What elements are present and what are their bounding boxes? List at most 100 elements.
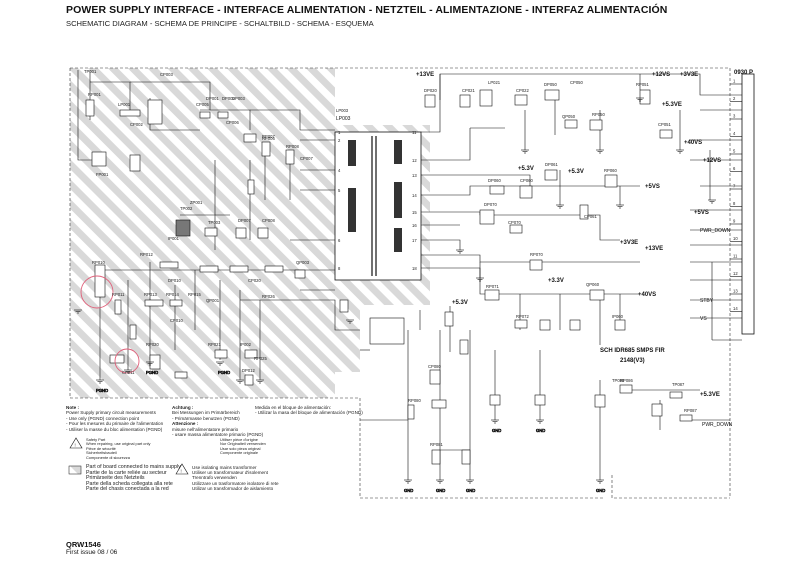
ground-label: PGND — [146, 370, 158, 375]
connector-pin-label: 12 — [733, 271, 738, 276]
ground-label: GND — [404, 488, 413, 493]
component-shapes — [85, 89, 693, 465]
rail-12vs-b: +12VS — [703, 158, 721, 164]
rail-13ve: +13VE — [416, 72, 434, 78]
component-ref: DP001 — [206, 96, 219, 101]
net-pwr-down-2: PWR_DOWN — [702, 422, 733, 428]
rail-3v3e-b: +3V3E — [620, 240, 638, 246]
safety-line: Safety Part — [86, 437, 106, 442]
transformer-pin-label: 2 — [338, 138, 341, 143]
rail-40vs-b: +40VS — [638, 292, 656, 298]
component-ref: QP050 — [562, 114, 576, 119]
net-stby: STBY — [700, 298, 714, 304]
component-ref: LP021 — [488, 80, 501, 85]
notes-left: Note : Power Supply primary circuit meas… — [66, 405, 163, 432]
mains-line: Use isolating mains transformer — [192, 465, 257, 470]
mains-line: Part of board connected to mains supply — [86, 464, 181, 470]
mains-left: Part of board connected to mains supply … — [86, 464, 181, 493]
transformer-pin-label: 11 — [412, 130, 417, 135]
transformer-pin-label: 12 — [412, 158, 417, 163]
component-ref: CP007 — [300, 156, 313, 161]
component-ref: QP001 — [206, 298, 220, 303]
component-ref: RP007 — [262, 134, 275, 139]
component-ref: DP060 — [488, 178, 501, 183]
component-ref: RP013 — [144, 292, 157, 297]
component-ref: RP060 — [604, 168, 617, 173]
component-ref: CP008 — [262, 218, 275, 223]
component-ref: FP001 — [96, 172, 109, 177]
component-ref: IP060 — [612, 314, 624, 319]
safety-line: Componente di sicurezza — [86, 454, 130, 460]
rail-5-3ve: +5.3VE — [662, 102, 682, 108]
component-ref: LP001 — [118, 102, 131, 107]
transformer-pin-label: 15 — [412, 210, 417, 215]
connector-pin-label: 1 — [733, 79, 736, 84]
svg-text:!: ! — [75, 443, 76, 448]
connector-pin-label: 2 — [733, 96, 736, 101]
component-ref: RP021 — [208, 342, 221, 347]
notes-mid-line: - usare massa alimentatore primario (PGN… — [172, 432, 264, 438]
component-ref: RP008 — [286, 144, 299, 149]
transformer-pin-label: 16 — [412, 223, 417, 228]
component-ref: CP021 — [462, 88, 475, 93]
notes-middle: Achtung : Bei Messungen im Primärbereich… — [172, 405, 263, 437]
component-ref: DP012 — [242, 368, 255, 373]
rail-5-3ve-b: +5.3VE — [700, 392, 720, 398]
component-ref: CP051 — [658, 122, 671, 127]
notes-right-line: Medida en el bloque de alimentación: — [255, 405, 332, 410]
component-refs: TP001FP001LP001CP003RP001CP002CP005DP001… — [84, 69, 697, 447]
component-ref: TP087 — [672, 382, 685, 387]
notes-mid-line: Bei Messungen im Primärbereich — [172, 410, 240, 416]
block-title: SCH IDR685 SMPS FIR — [600, 348, 665, 354]
mains-line: Parte del chasis conectada a la red — [86, 486, 169, 493]
rail-5vs: +5VS — [645, 184, 660, 190]
component-ref: IP002 — [240, 342, 252, 347]
component-ref: DP002 — [222, 96, 235, 101]
safety-line: Utiliser pièce d'origine — [220, 437, 258, 442]
safety-right: Utiliser pièce d'origine Nur Originaltei… — [220, 437, 266, 456]
safety-line: Usar solo pieza original — [220, 445, 261, 451]
component-ref: RP001 — [88, 92, 101, 97]
mains-line: Utilizzare un trasformatore isolatore di… — [192, 480, 279, 486]
connector-pin-label: 5 — [733, 149, 736, 154]
ground-label: GND — [596, 488, 605, 493]
net-pwr-down: PWR_DOWN — [700, 228, 731, 234]
component-ref: CP002 — [130, 122, 143, 127]
page-title: POWER SUPPLY INTERFACE - INTERFACE ALIME… — [66, 4, 668, 16]
component-ref: DP007 — [238, 218, 251, 223]
ground-label: GND — [492, 428, 501, 433]
component-ref: CP070 — [508, 220, 521, 225]
safety-line: Pièce de sécurité — [86, 445, 116, 451]
mains-line: Primärseite des Netzteils — [86, 475, 145, 482]
component-ref: ZP001 — [190, 200, 203, 205]
connector-pin-label: 9 — [733, 219, 736, 224]
connector-pin-label: 6 — [733, 166, 736, 171]
component-ref: RP050 — [592, 112, 605, 117]
transformer-pin-label: 17 — [412, 238, 417, 243]
legend-symbols: ! ! — [68, 437, 189, 475]
component-ref: CP010 — [170, 318, 183, 323]
transformer-pin-label: 1 — [338, 130, 341, 135]
component-ref: DP050 — [544, 82, 557, 87]
notes-right: Medida en el bloque de alimentación: - U… — [255, 405, 363, 416]
component-ref: RP051 — [636, 82, 649, 87]
mains-right: Use isolating mains transformer Utiliser… — [192, 465, 279, 491]
rail-40vs: +40VS — [684, 140, 702, 146]
notes-mid-line: - Primärmasse benutzen (PGND) — [172, 415, 240, 421]
component-ref: RP086 — [620, 378, 633, 383]
transformer-pin-label: 18 — [412, 266, 417, 271]
connector-pin-label: 11 — [733, 254, 738, 259]
mains-line: Trenntrafo verwenden — [192, 475, 237, 481]
component-ref: RP011 — [112, 292, 125, 297]
ground-label: PGND — [96, 388, 108, 393]
component-ref: CP061 — [584, 214, 597, 219]
notes-right-line: - Utilizar la masa del bloque de aliment… — [255, 410, 363, 416]
notes-mid-line: Attenzione : — [172, 421, 199, 427]
mains-line: Utilizar un transformador de aislamiento — [192, 485, 274, 491]
component-ref: CP005 — [196, 102, 209, 107]
board-outline — [69, 67, 731, 499]
block-code: 2148(V3) — [620, 358, 645, 364]
safety-left: Safety Part When repairing, use original… — [86, 437, 150, 460]
